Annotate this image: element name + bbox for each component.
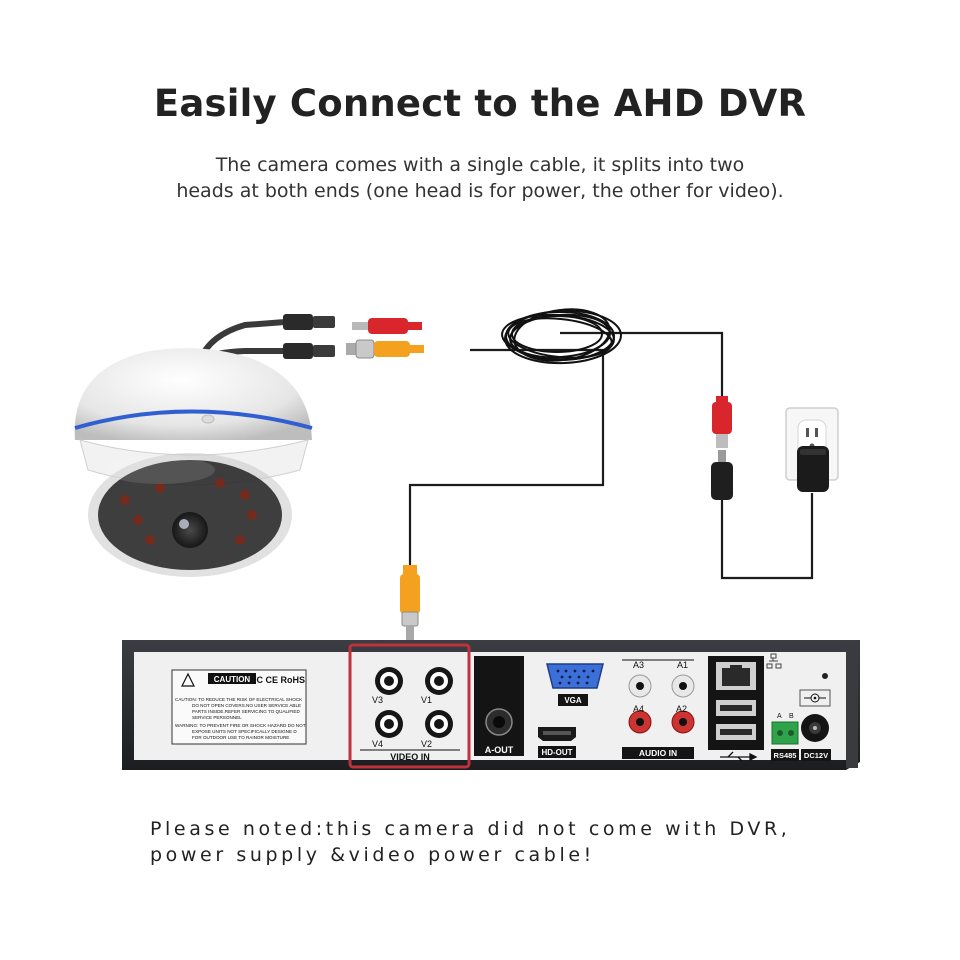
camera-blue-band	[74, 409, 313, 430]
dvr-recorder: CAUTION FC CE RoHS CAUTION: TO REDUCE TH…	[122, 640, 860, 770]
dc12v-label: DC12V	[804, 751, 828, 760]
svg-text:CAUTION: CAUTION	[214, 675, 251, 684]
svg-text:A3: A3	[633, 660, 644, 670]
svg-text:CAUTION: TO REDUCE THE RISK OF: CAUTION: TO REDUCE THE RISK OF ELECTRICA…	[175, 697, 303, 702]
footer-note: Please noted:this camera did not come wi…	[150, 816, 910, 868]
bnc-port-v1[interactable]	[425, 667, 453, 695]
svg-text:A: A	[777, 713, 782, 720]
hdmi-port[interactable]	[538, 727, 576, 741]
camera-lens	[172, 512, 208, 548]
note-line-1: Please noted:this camera did not come wi…	[150, 818, 791, 840]
dc-plug-power-side	[711, 396, 733, 500]
svg-text:AUDIO IN: AUDIO IN	[639, 748, 677, 758]
hdmi-label: HD-OUT	[541, 748, 572, 757]
bnc-plug-dvr-side	[400, 565, 420, 640]
rca-port-a2[interactable]	[671, 710, 695, 734]
vga-port[interactable]	[546, 663, 604, 689]
page-subtitle: The camera comes with a single cable, it…	[0, 152, 960, 204]
dc-polarity-icon	[799, 689, 831, 707]
ethernet-port[interactable]	[716, 662, 756, 690]
rca-port-a1[interactable]	[671, 674, 695, 698]
svg-text:EXPOSE UNITS NOT SPECIFICALLY: EXPOSE UNITS NOT SPECIFICALLY DESIGNE D	[192, 729, 297, 734]
cable-wires	[408, 331, 814, 580]
svg-text:V4: V4	[372, 739, 383, 749]
cable-heads-camera-side	[346, 318, 424, 359]
usb-port-1[interactable]	[716, 700, 756, 716]
ground-screw	[822, 673, 828, 679]
bnc-port-v4[interactable]	[375, 710, 403, 738]
video-in-label: VIDEO IN	[390, 752, 430, 762]
a-out-block	[474, 656, 524, 756]
svg-text:PARTS INSIDE.REFER SERVICING T: PARTS INSIDE.REFER SERVICING TO QUALIFIE…	[192, 709, 300, 714]
lan-usb-block	[708, 653, 782, 762]
subtitle-line-1: The camera comes with a single cable, it…	[215, 154, 745, 176]
caution-label: CAUTION FC CE RoHS CAUTION: TO REDUCE TH…	[171, 669, 307, 745]
svg-text:A1: A1	[677, 660, 688, 670]
svg-text:A2: A2	[676, 704, 687, 714]
dc-male-plug	[352, 322, 370, 330]
vga-label: VGA	[564, 696, 582, 705]
svg-text:V2: V2	[421, 739, 432, 749]
dc-female-connector	[283, 314, 313, 330]
rs485-port[interactable]: A B	[771, 713, 799, 745]
bnc-male-plug	[346, 343, 356, 355]
rs485-label: RS485	[774, 751, 797, 760]
usb-port-2[interactable]	[716, 724, 756, 740]
svg-text:WARNING: TO PREVENT FIRE OR SH: WARNING: TO PREVENT FIRE OR SHOCK HAZARD…	[175, 723, 306, 728]
network-icon	[766, 653, 782, 669]
bnc-port-v3[interactable]	[375, 667, 403, 695]
rca-port-a4[interactable]	[628, 710, 652, 734]
dome-camera	[74, 348, 313, 577]
page-title: Easily Connect to the AHD DVR	[153, 82, 807, 125]
bnc-female-connector	[283, 343, 313, 359]
usb-icon	[720, 751, 758, 762]
cable-coil	[501, 308, 622, 365]
svg-text:FC CE RoHS: FC CE RoHS	[251, 675, 305, 685]
svg-text:B: B	[789, 713, 794, 720]
dc12v-power-port[interactable]	[801, 714, 829, 742]
bnc-port-v2[interactable]	[425, 710, 453, 738]
video-in-highlight	[348, 643, 471, 769]
audio-in-block: A3 A1 A4 A2 AUDIO IN	[622, 659, 695, 759]
svg-text:A4: A4	[633, 704, 644, 714]
audio-out-port[interactable]	[485, 708, 513, 736]
video-in-ports[interactable]: V3 V1 V4 V2	[372, 667, 453, 749]
subtitle-line-2: heads at both ends (one head is for powe…	[176, 180, 784, 202]
ir-leds	[120, 478, 257, 545]
svg-text:DO NOT OPEN COVERS.NO USER SER: DO NOT OPEN COVERS.NO USER SERVICE ABLE	[192, 703, 301, 708]
svg-text:SERVICE PERSONNEL: SERVICE PERSONNEL	[192, 715, 242, 720]
power-adapter	[797, 446, 829, 492]
svg-text:FOR OUTDOOR USE TO RAINOR MOIS: FOR OUTDOOR USE TO RAINOR MOISTURE	[192, 735, 289, 740]
rca-port-a3[interactable]	[628, 674, 652, 698]
svg-text:V3: V3	[372, 695, 383, 705]
svg-text:V1: V1	[421, 695, 432, 705]
note-line-2: power supply &video power cable!	[150, 844, 595, 866]
svg-text:A-OUT: A-OUT	[485, 745, 514, 755]
